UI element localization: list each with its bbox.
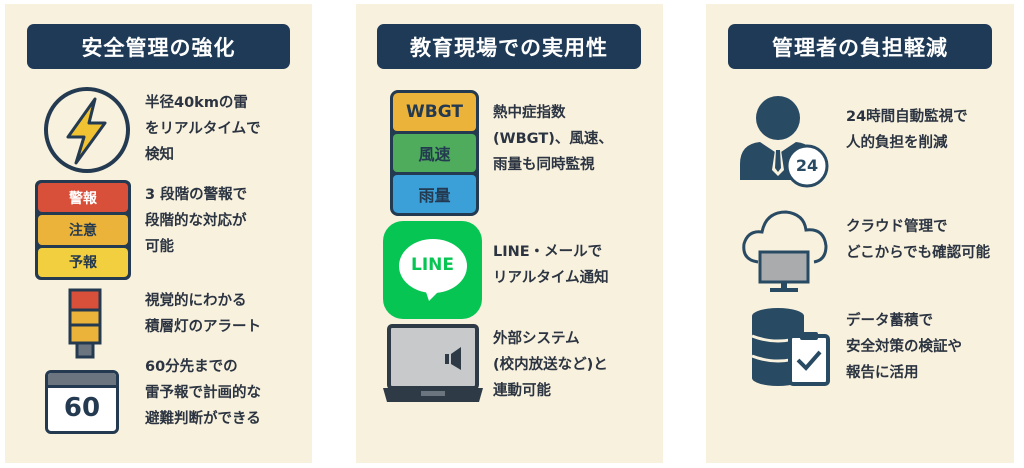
feature-text: クラウド管理で どこからでも確認可能 — [846, 219, 991, 261]
level-rain: 雨量 — [393, 175, 476, 213]
cloud-monitor-icon — [742, 210, 828, 292]
panel-safety: 安全管理の強化 半径40kmの雷 をリアルタイムで 検知 警報 注意 予報 3 … — [5, 4, 312, 463]
level-wbgt: WBGT — [393, 93, 476, 131]
level-wind: 風速 — [393, 134, 476, 172]
feature-text: データ蓄積で 安全対策の検証や 報告に活用 — [846, 313, 962, 381]
stack-light-icon — [68, 288, 102, 359]
level-forecast: 予報 — [38, 247, 128, 277]
person-24h-icon: 24 — [738, 92, 838, 194]
level-caution: 注意 — [38, 215, 128, 245]
feature-text: 視覚的にわかる 積層灯のアラート — [145, 293, 261, 335]
panel-education: 教育現場での実用性 WBGT 風速 雨量 熱中症指数 (WBGT)、風速、 雨量… — [356, 4, 663, 463]
feature-text: 半径40kmの雷 をリアルタイムで 検知 — [145, 95, 261, 163]
line-logo: LINE — [411, 255, 454, 275]
calendar-icon: 60 — [45, 370, 119, 434]
panel-title: 安全管理の強化 — [27, 24, 290, 69]
panel-title: 管理者の負担軽減 — [728, 24, 992, 69]
line-app-icon: LINE — [383, 221, 482, 319]
panel-admin: 管理者の負担軽減 24 24時間自動監視で 人的負担を削減 クラウド管理で どこ… — [706, 4, 1014, 463]
level-warning: 警報 — [38, 183, 128, 213]
feature-text: LINE・メールで リアルタイム通知 — [493, 244, 609, 286]
feature-text: 熱中症指数 (WBGT)、風速、 雨量も同時監視 — [493, 105, 613, 173]
feature-text: 3 段階の警報で 段階的な対応が 可能 — [145, 187, 248, 255]
lightning-icon — [44, 87, 130, 173]
feature-text: 24時間自動監視で 人的負担を削減 — [846, 109, 968, 151]
panel-title: 教育現場での実用性 — [377, 24, 641, 69]
feature-text: 60分先までの 雷予報で計画的な 避難判断ができる — [145, 359, 261, 427]
sensor-levels-icon: WBGT 風速 雨量 — [390, 90, 479, 216]
feature-text: 外部システム (校内放送など)と 連動可能 — [493, 331, 608, 399]
alert-levels-icon: 警報 注意 予報 — [35, 180, 131, 280]
laptop-speaker-icon — [383, 324, 483, 402]
database-clipboard-icon — [751, 308, 830, 386]
24h-badge: 24 — [795, 156, 819, 175]
calendar-value: 60 — [63, 393, 101, 423]
